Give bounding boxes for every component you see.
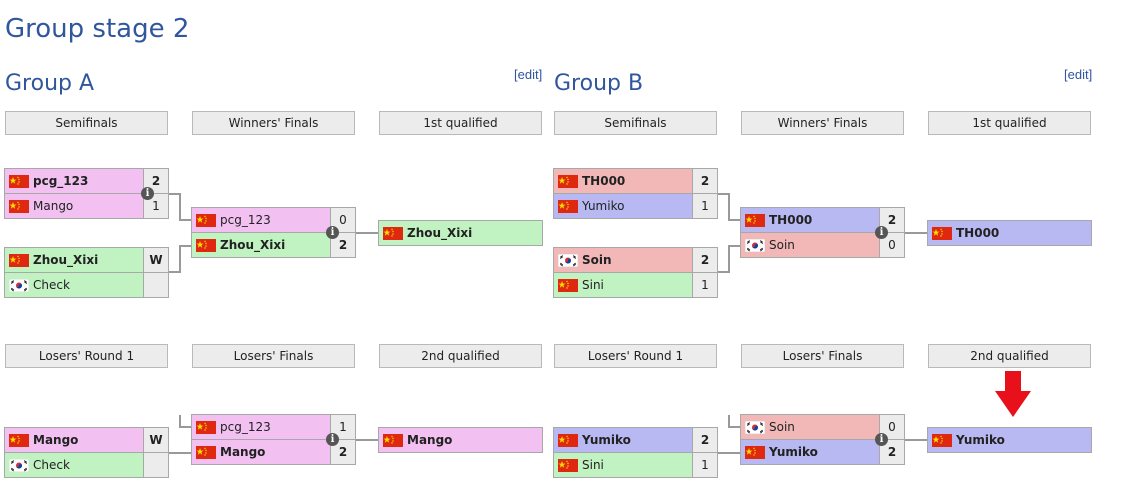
group-a-2nd-qualified-slot[interactable]: Mango xyxy=(378,427,543,453)
score xyxy=(143,273,168,297)
score: W xyxy=(143,248,168,272)
group-b-edit-link[interactable]: [edit] xyxy=(1064,67,1093,82)
score: 1 xyxy=(692,273,717,297)
match-slot[interactable]: Mango W xyxy=(4,427,169,453)
player-name: pcg_123 xyxy=(33,174,89,188)
player-name: TH000 xyxy=(582,174,626,188)
player-name: Sini xyxy=(582,458,604,472)
player-name: Mango xyxy=(33,433,79,447)
match-info-icon[interactable]: i xyxy=(141,187,154,200)
player-name: Mango xyxy=(407,433,453,447)
group-b-1st-qualified-slot[interactable]: TH000 xyxy=(927,220,1092,246)
score: 1 xyxy=(692,453,717,477)
group-a-header-winners-finals: Winners' Finals xyxy=(192,111,355,135)
group-a-semifinal-2: Zhou_Xixi W Check xyxy=(4,247,169,298)
player-name: Mango xyxy=(220,445,266,459)
group-b-losers-round-1: Yumiko 2 Sini 1 xyxy=(553,427,718,478)
match-slot[interactable]: Yumiko 1 xyxy=(553,193,718,219)
match-slot[interactable]: Check xyxy=(4,272,169,298)
group-b-header-2nd-qualified: 2nd qualified xyxy=(928,344,1091,368)
score: 2 xyxy=(692,248,717,272)
match-slot[interactable]: TH000 2 xyxy=(553,168,718,194)
group-b-title: Group B xyxy=(554,71,644,96)
player-name: TH000 xyxy=(956,226,1000,240)
score: 2 xyxy=(692,169,717,193)
group-b-header-winners-finals: Winners' Finals xyxy=(741,111,904,135)
player-name: Zhou_Xixi xyxy=(220,238,286,252)
player-name: Sini xyxy=(582,278,604,292)
match-info-icon[interactable]: i xyxy=(875,433,888,446)
match-slot[interactable]: Check xyxy=(4,452,169,478)
player-name: Check xyxy=(33,458,70,472)
page-title: Group stage 2 xyxy=(5,14,190,44)
group-b-2nd-qualified-slot[interactable]: Yumiko xyxy=(927,427,1092,453)
player-name: Zhou_Xixi xyxy=(33,253,99,267)
group-b-header-1st-qualified: 1st qualified xyxy=(928,111,1091,135)
player-name: Yumiko xyxy=(582,199,625,213)
group-a-title: Group A xyxy=(5,71,95,96)
match-info-icon[interactable]: i xyxy=(326,433,339,446)
group-a-winners-final: pcg_123 0 Zhou_Xixi 2 xyxy=(191,207,356,258)
group-a-header-losers-round-1: Losers' Round 1 xyxy=(5,344,168,368)
group-a-header-1st-qualified: 1st qualified xyxy=(379,111,542,135)
group-a-edit-link[interactable]: [edit] xyxy=(514,67,543,82)
player-name: Soin xyxy=(769,420,795,434)
match-slot[interactable]: Zhou_Xixi W xyxy=(4,247,169,273)
group-a-header-losers-finals: Losers' Finals xyxy=(192,344,355,368)
group-b-header-losers-round-1: Losers' Round 1 xyxy=(554,344,717,368)
player-name: Soin xyxy=(769,238,795,252)
match-info-icon[interactable]: i xyxy=(326,226,339,239)
player-name: Zhou_Xixi xyxy=(407,226,473,240)
player-name: pcg_123 xyxy=(220,213,271,227)
group-a-header-semifinals: Semifinals xyxy=(5,111,168,135)
player-name: Yumiko xyxy=(582,433,631,447)
group-a-semifinal-1: pcg_123 2 Mango 1 xyxy=(4,168,169,219)
match-slot[interactable]: Yumiko 2 xyxy=(553,427,718,453)
match-slot[interactable]: Sini 1 xyxy=(553,272,718,298)
match-info-icon[interactable]: i xyxy=(875,226,888,239)
player-name: pcg_123 xyxy=(220,420,271,434)
group-b-winners-final: TH000 2 Soin 0 xyxy=(740,207,905,258)
score: 1 xyxy=(692,194,717,218)
player-name: Yumiko xyxy=(956,433,1005,447)
group-a-1st-qualified-slot[interactable]: Zhou_Xixi xyxy=(378,220,543,246)
player-name: TH000 xyxy=(769,213,813,227)
player-name: Mango xyxy=(33,199,74,213)
group-a-losers-round-1: Mango W Check xyxy=(4,427,169,478)
group-b-semifinal-1: TH000 2 Yumiko 1 xyxy=(553,168,718,219)
match-slot[interactable]: Zhou_Xixi 2 xyxy=(191,232,356,258)
score: 2 xyxy=(692,428,717,452)
player-name: Check xyxy=(33,278,70,292)
group-a-header-2nd-qualified: 2nd qualified xyxy=(379,344,542,368)
red-arrow-down-icon xyxy=(995,371,1031,417)
group-b-header-semifinals: Semifinals xyxy=(554,111,717,135)
score xyxy=(143,453,168,477)
group-b-semifinal-2: Soin 2 Sini 1 xyxy=(553,247,718,298)
player-name: Yumiko xyxy=(769,445,818,459)
score: W xyxy=(143,428,168,452)
player-name: Soin xyxy=(582,253,612,267)
group-b-header-losers-finals: Losers' Finals xyxy=(741,344,904,368)
group-a-losers-final: pcg_123 1 Mango 2 xyxy=(191,414,356,465)
score: 2 xyxy=(330,233,355,257)
match-slot[interactable]: Soin 2 xyxy=(553,247,718,273)
match-slot[interactable]: Sini 1 xyxy=(553,452,718,478)
